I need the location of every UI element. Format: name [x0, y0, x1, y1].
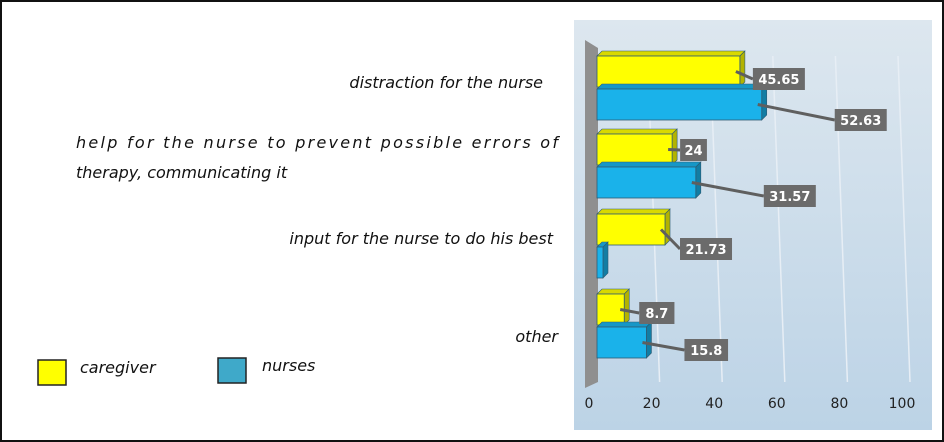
bar-caregiver [596, 208, 671, 246]
category-label: input for the nurse to do his best [289, 229, 553, 248]
data-label: 8.7 [619, 302, 675, 324]
data-label: 45.65 [735, 68, 805, 90]
category-label: therapy, communicating it [76, 163, 288, 182]
legend-item-nurses: nurses [217, 356, 315, 384]
x-tick-label: 100 [889, 396, 916, 412]
grid-line [772, 55, 786, 383]
legend-item-caregiver: caregiver [37, 358, 157, 386]
bar-nurses [596, 241, 609, 279]
category-label: distraction for the nurse [349, 73, 543, 92]
x-tick-label: 40 [705, 396, 723, 412]
x-tick-label: 60 [768, 396, 786, 412]
grid-line [897, 55, 911, 383]
category-labels: distraction for the nurse help for the nu… [76, 73, 560, 346]
x-tick-label: 20 [643, 396, 661, 412]
bar-nurses [596, 321, 653, 359]
bars [596, 50, 768, 359]
svg-text:nurses: nurses [262, 356, 315, 375]
category-label: help for the nurse to prevent possible e… [76, 133, 560, 152]
x-tick-label: 0 [585, 396, 594, 412]
data-label: 52.63 [757, 103, 887, 131]
axis-wall [585, 40, 598, 388]
svg-text:caregiver: caregiver [80, 358, 157, 377]
bar-nurses [596, 161, 702, 199]
svg-text:8.7: 8.7 [645, 307, 668, 322]
data-label: 21.73 [659, 228, 733, 260]
x-axis-ticks: 0 20 40 60 80 100 [585, 396, 916, 412]
bar-nurses [596, 83, 768, 121]
bar-caregiver [596, 128, 678, 166]
data-label: 15.8 [642, 339, 729, 361]
bar-caregiver [596, 50, 746, 88]
data-label: 24 [668, 139, 707, 161]
svg-text:24: 24 [684, 144, 702, 159]
data-label: 31.57 [691, 181, 816, 207]
svg-text:21.73: 21.73 [685, 243, 726, 258]
data-labels: 45.65 52.63 24 31.57 21.73 8.7 15.8 [619, 68, 887, 361]
svg-text:15.8: 15.8 [690, 344, 722, 359]
bar-caregiver [596, 288, 630, 326]
svg-text:31.57: 31.57 [769, 190, 810, 205]
svg-text:45.65: 45.65 [758, 73, 799, 88]
x-tick-label: 80 [830, 396, 848, 412]
svg-text:52.63: 52.63 [840, 114, 881, 129]
category-label: other [515, 327, 559, 346]
legend: caregiver nurses [37, 356, 315, 386]
